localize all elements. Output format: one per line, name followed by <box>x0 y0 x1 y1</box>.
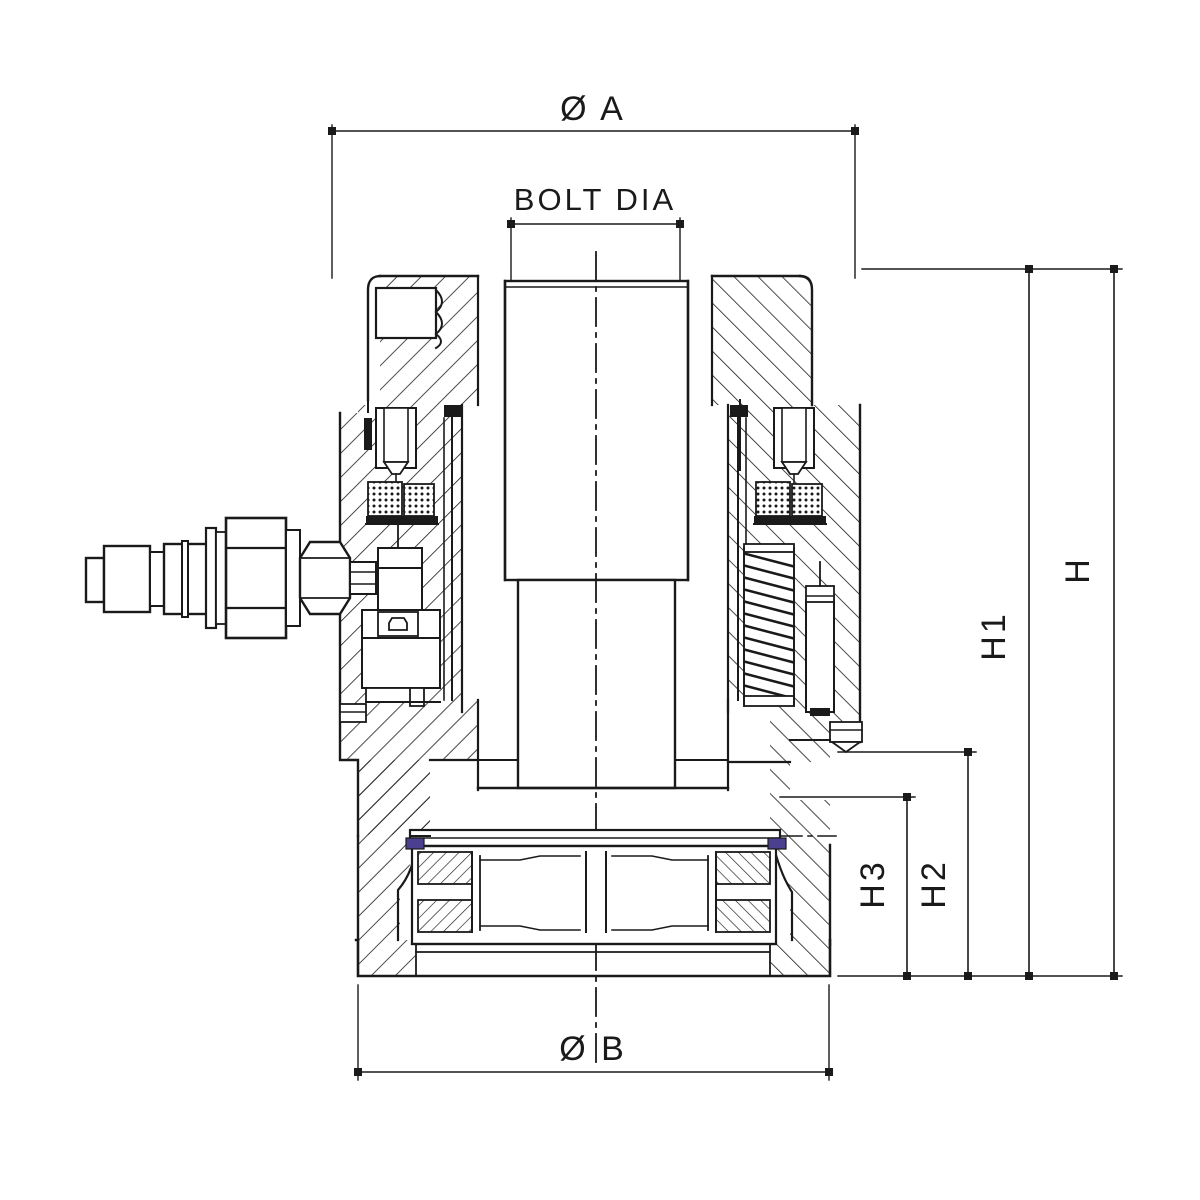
dim-height-3 <box>779 793 916 980</box>
dim-height-1 <box>1025 265 1033 980</box>
upper-o-ring-seal-left <box>364 405 462 525</box>
oil-port-block <box>361 519 441 707</box>
dim-label-base-diameter: Ø B <box>559 1030 627 1068</box>
dim-label-bolt-diameter: BOLT DIA <box>514 182 676 217</box>
dim-total-height <box>837 265 1123 980</box>
dim-base-diameter <box>354 984 833 1081</box>
lower-o-ring-seal-right <box>767 837 787 850</box>
dim-label-outer-diameter: Ø A <box>560 90 626 128</box>
retainer-step-right <box>789 721 863 754</box>
dim-label-height-2: H2 <box>915 859 953 908</box>
dim-height-2 <box>837 748 977 980</box>
retainer-step-left <box>339 703 367 723</box>
bridge-base <box>354 760 837 978</box>
dim-label-total-height: H <box>1059 556 1097 584</box>
upper-o-ring-seal-right <box>730 399 827 525</box>
socket-nut <box>410 844 778 946</box>
dim-outer-diameter <box>328 124 859 279</box>
quick-connect-coupling <box>84 516 377 640</box>
plunger-pin <box>805 561 835 716</box>
dim-label-height-3: H3 <box>854 859 892 908</box>
dim-label-height-1: H1 <box>975 611 1013 660</box>
lower-o-ring-seal-left <box>405 837 425 850</box>
dim-bolt-diameter <box>507 217 684 291</box>
return-spring <box>743 543 795 707</box>
tensioner-piston <box>476 279 730 790</box>
